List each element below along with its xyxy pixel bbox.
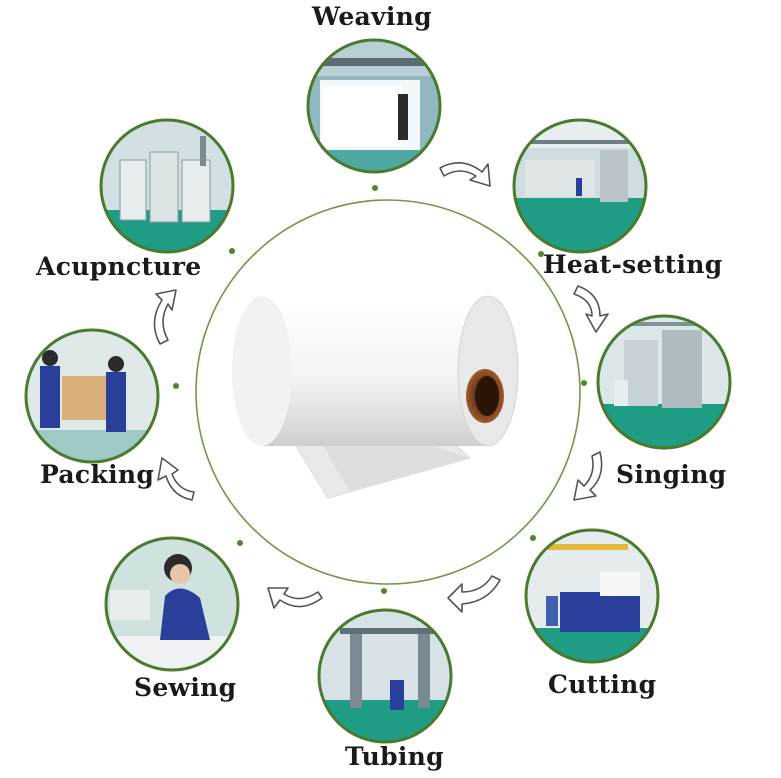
stage-label-tubing: Tubing [345,742,444,771]
stage-label-sewing: Sewing [134,673,236,702]
stage-label-cutting: Cutting [548,670,656,699]
fabric-roll [232,296,518,498]
stage-label-packing: Packing [40,460,154,489]
arrow-weaving-to-heat-icon [440,163,490,186]
stage-label-heat-setting: Heat-setting [543,250,722,279]
arrow-sewing-to-packing-icon [158,458,194,500]
singing-machine-photo [594,314,744,454]
heat-setting-workshop-photo [510,118,660,258]
stage-label-singing: Singing [616,460,726,489]
arrow-cutting-to-tubing-icon [448,576,500,612]
stage-label-acupuncture: Acupncture [36,252,201,281]
arrow-heat-to-singing-icon [574,286,608,332]
stage-label-weaving: Weaving [312,2,432,31]
weaving-loom-photo [300,38,450,180]
sewing-worker-photo [102,536,252,676]
tubing-machine-photo [315,608,465,748]
arrow-singing-to-cutting-icon [574,452,602,500]
cutting-machine-photo [522,528,672,668]
packing-workers-photo [22,328,172,470]
arrow-tubing-to-sewing-icon [268,588,322,608]
arrow-packing-to-acup-icon [154,290,176,344]
acupuncture-machine-photo [97,118,247,258]
